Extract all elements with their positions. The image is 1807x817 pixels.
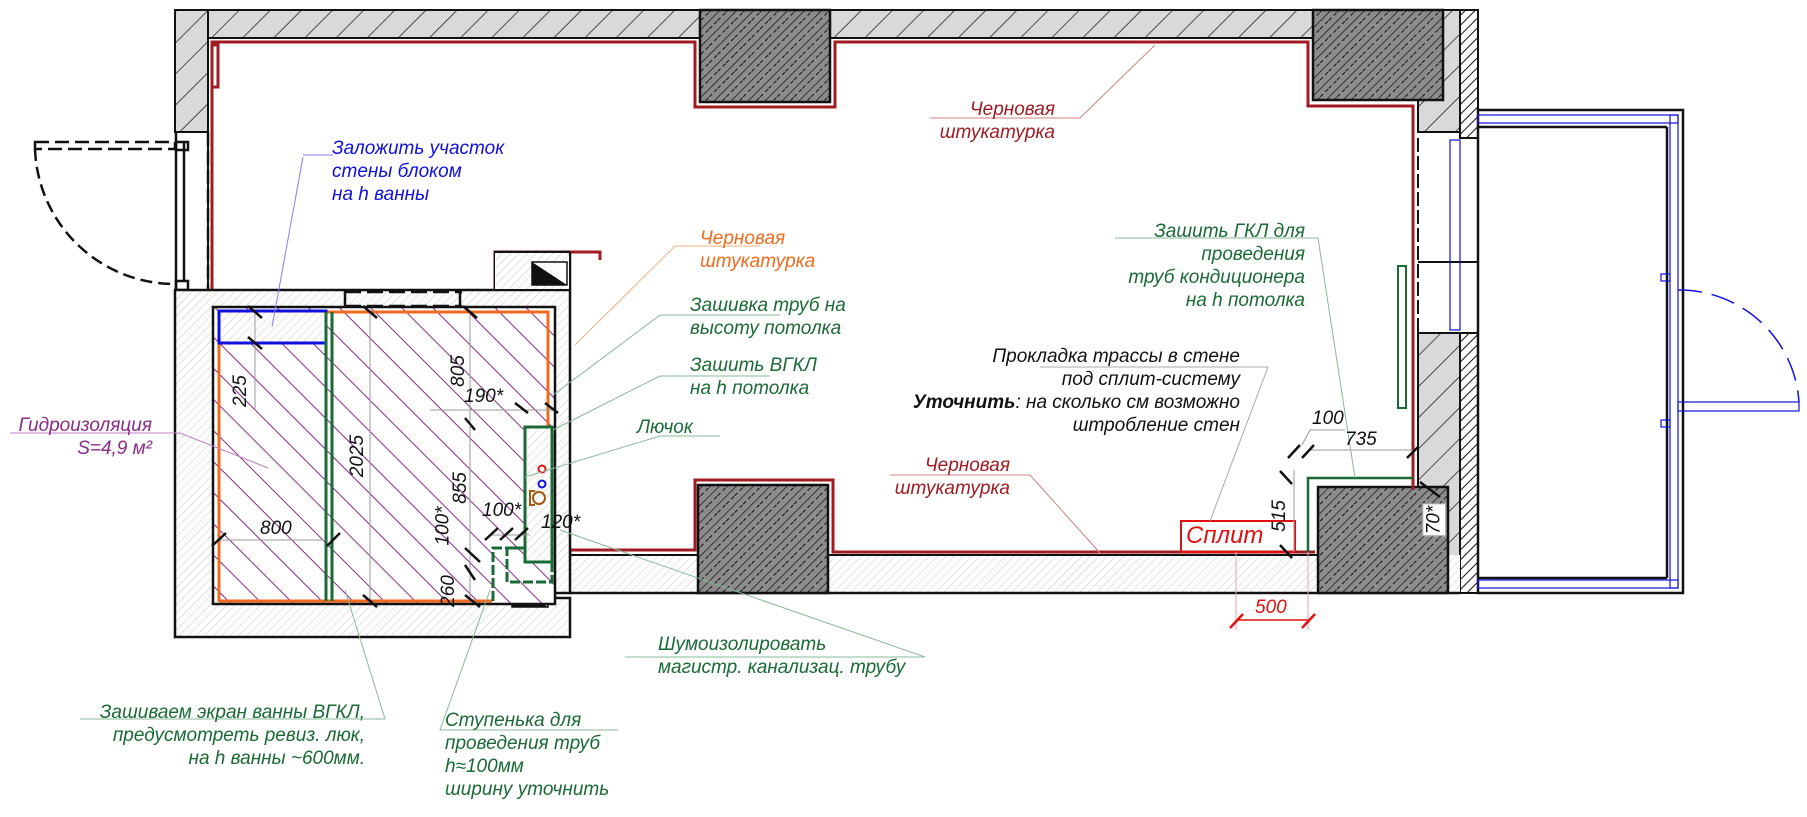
split-unit[interactable] — [1180, 520, 1296, 553]
note-line: на h потолка — [690, 378, 810, 399]
dim-70: 70* — [1422, 503, 1447, 537]
note-line: проведения труб — [445, 733, 601, 754]
note-line: высоту потолка — [690, 318, 842, 339]
column-bottom-left — [696, 483, 830, 595]
note-line: под сплит-систему — [1061, 369, 1240, 390]
note-line: на h потолка — [1185, 290, 1305, 311]
sewer-pipe-icon — [529, 490, 546, 506]
note-line: штробление стен — [1072, 415, 1240, 436]
balcony — [1476, 108, 1800, 595]
note-rough-plaster-bath: Черновая штукатурка — [700, 227, 815, 273]
pipe-box — [523, 425, 554, 564]
dim-100-vertical: 100* — [432, 506, 454, 546]
leader-lines — [10, 44, 1356, 731]
note-line: магистр. канализац. трубу — [658, 657, 906, 678]
note-rough-plaster-bottom: Черновая штукатурка — [880, 454, 1010, 500]
plaster-inner-line — [207, 37, 1443, 290]
dim-800: 800 — [260, 518, 292, 539]
entrance-door[interactable] — [33, 132, 210, 292]
note-vgkl-ceiling: Зашить ВГКЛ на h потолка — [690, 354, 817, 400]
note-line: Заложить участок — [332, 138, 505, 159]
dim-120: 120* — [541, 512, 581, 533]
note-gkl-ac-pipes: Зашить ГКЛ для проведения труб кондицион… — [1100, 220, 1305, 312]
dim-100-right: 100 — [1312, 408, 1344, 429]
note-line: штукатурка — [894, 478, 1010, 499]
note-line: штукатурка — [939, 122, 1055, 143]
note-line: Ступенька для — [445, 710, 582, 731]
note-line: Прокладка трассы в стене — [992, 346, 1240, 367]
cold-water-pipe-icon — [537, 479, 547, 489]
gkl-corner-box — [1306, 476, 1413, 553]
dim-190: 190* — [464, 386, 504, 407]
note-line: h≈100мм — [445, 756, 524, 777]
balcony-door-swing[interactable] — [1677, 289, 1800, 403]
note-line: Черновая — [969, 99, 1055, 120]
dim-515: 515 — [1268, 500, 1290, 532]
note-line: Зашить ГКЛ для — [1154, 221, 1305, 242]
note-line: стены блоком — [332, 161, 462, 182]
column-top-left — [698, 8, 832, 104]
dim-805: 805 — [447, 355, 469, 387]
concrete-columns — [696, 8, 1450, 595]
note-line: проведения — [1201, 244, 1305, 265]
dim-225: 225 — [229, 375, 251, 407]
note-step: Ступенька для проведения труб h≈100мм ши… — [445, 709, 609, 801]
note-line: Зашить ВГКЛ — [690, 355, 817, 376]
note-line: на h ванны — [332, 184, 430, 205]
note-line: S=4,9 м² — [77, 438, 152, 459]
gkl-duct — [1397, 265, 1407, 409]
column-top-right — [1311, 8, 1445, 102]
dim-100-horizontal: 100* — [482, 500, 522, 521]
note-block-wall: Заложить участок стены блоком на h ванны — [332, 137, 504, 206]
note-waterproofing: Гидроизоляция S=4,9 м² — [0, 414, 152, 460]
note-emphasis: Уточнить — [912, 392, 1016, 413]
dim-2025: 2025 — [347, 434, 369, 478]
note-soundproof-pipe: Шумоизолировать магистр. канализац. труб… — [658, 633, 905, 679]
dimension-lines — [211, 305, 559, 608]
note-line: Зашивка труб на — [690, 295, 846, 316]
note-line: Шумоизолировать — [658, 634, 827, 655]
dim-500: 500 — [1255, 597, 1287, 618]
note-line-rest: : на сколько см возможно — [1015, 392, 1240, 413]
split-label: Сплит — [1186, 522, 1264, 549]
note-line: ширину уточнить — [445, 779, 610, 800]
bathroom — [173, 250, 572, 639]
note-line: труб кондиционера — [1128, 267, 1305, 288]
note-line: штукатурка — [700, 251, 816, 272]
bath-plaster-line — [217, 310, 550, 602]
note-pipe-boxing: Зашивка труб на высоту потолка — [690, 294, 846, 340]
note-access-hatch: Лючок — [637, 417, 693, 438]
note-line: Черновая — [700, 228, 786, 249]
note-rough-plaster-top: Черновая штукатурка — [925, 98, 1055, 144]
hot-water-pipe-icon — [537, 464, 547, 474]
note-line: предусмотреть ревиз. люк, — [112, 725, 365, 746]
note-line: Гидроизоляция — [18, 415, 152, 436]
dim-260: 260 — [437, 575, 459, 607]
note-bath-screen: Зашиваем экран ванны ВГКЛ, предусмотреть… — [60, 701, 365, 770]
ac-area — [1180, 265, 1441, 630]
note-line: Зашиваем экран ванны ВГКЛ, — [99, 702, 365, 723]
dim-855: 855 — [449, 472, 471, 504]
dim-735: 735 — [1345, 429, 1377, 450]
note-line: Черновая — [924, 455, 1010, 476]
note-split-route: Прокладка трассы в стене под сплит-систе… — [880, 345, 1240, 437]
note-line: Уточнить: на сколько см возможно — [880, 391, 1240, 414]
note-line: на h ванны ~600мм. — [188, 748, 365, 769]
